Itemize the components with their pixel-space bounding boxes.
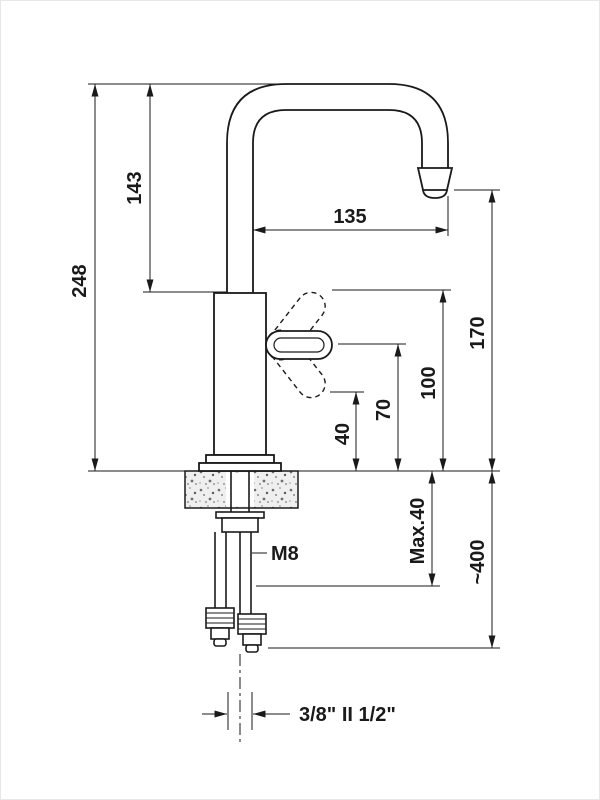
dim-label-135: 135 [333, 206, 366, 228]
hose-fitting-left [205, 607, 235, 647]
supply-hoses [214, 532, 252, 614]
base-step-lower [198, 462, 282, 472]
dim-label-400: ~400 [467, 539, 489, 584]
spout [226, 83, 454, 293]
spout-outer-line [226, 83, 449, 293]
base-step-upper [205, 454, 275, 464]
washer [215, 511, 265, 519]
spout-inner-line [252, 109, 423, 293]
countertop [184, 470, 299, 509]
lever-handle [265, 330, 333, 360]
handle-outline [265, 330, 333, 360]
faucet-body [213, 292, 267, 456]
aerator-tip [422, 189, 448, 199]
dimension-lines [91, 84, 496, 718]
dim-label-70: 70 [373, 399, 395, 421]
dim-label-248: 248 [69, 264, 91, 297]
mounting-nut [221, 517, 259, 533]
handle-inner-detail [273, 337, 325, 353]
dim-label-143: 143 [124, 171, 146, 204]
aerator-collar [416, 167, 454, 191]
dimension-labels: 248 143 135 170 100 70 40 Max.40 ~400 M8… [69, 171, 489, 726]
label-m8-thread: M8 [271, 543, 299, 565]
dim-label-100: 100 [418, 366, 440, 399]
hose-fittings [205, 607, 267, 653]
dim-label-max40: Max.40 [407, 498, 429, 565]
dim-label-40: 40 [332, 423, 354, 445]
base-flange [198, 454, 282, 472]
dim-label-170: 170 [467, 316, 489, 349]
hose-fitting-right [237, 613, 267, 653]
label-connection-size: 3/8" II 1/2" [299, 704, 396, 726]
